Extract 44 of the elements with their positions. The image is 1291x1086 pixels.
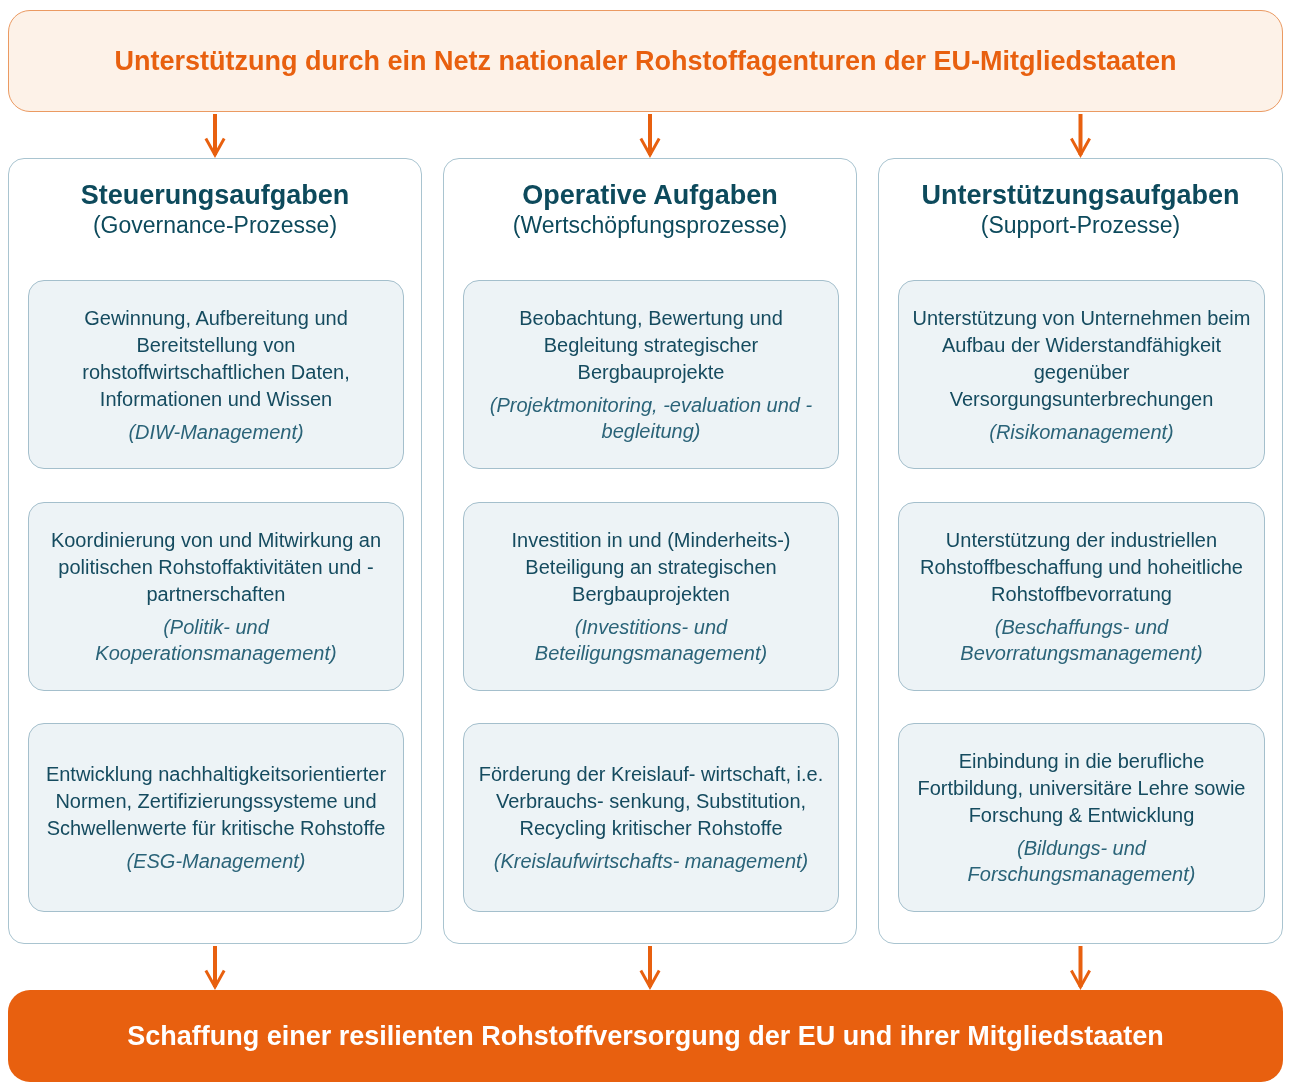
task-description: Beobachtung, Bewertung und Begleitung strategischer Bergbauprojekte [518, 306, 784, 385]
task-category: (Projektmonitoring, -evaluation und -begleitung) [488, 393, 814, 444]
task-box [28, 502, 404, 691]
column-heading: Steuerungsaufgaben [80, 179, 350, 211]
column-panel [8, 158, 422, 944]
goal-banner: Schaffung einer resilienten Rohstoffversorgung der EU und ihrer Mitgliedstaaten [8, 990, 1283, 1082]
task-box [28, 723, 404, 912]
task-category: (Kreislaufwirtschafts- management) [493, 849, 809, 874]
task-category: (Risikomanagement) [989, 419, 1174, 445]
task-category: (ESG-Management) [126, 849, 306, 874]
column-panel [443, 158, 857, 944]
arrow [1069, 946, 1092, 989]
column-subheading: (Support-Prozesse) [980, 211, 1181, 239]
column-subheading: (Governance-Prozesse) [92, 211, 338, 239]
task-box [28, 280, 404, 469]
task-box [898, 723, 1265, 912]
column-heading: Unterstützungsaufgaben [921, 179, 1240, 211]
task-box [898, 502, 1265, 691]
task-description: Investition in und (Minderheits-) Beteiligung an strategischen Bergbauprojekten [510, 528, 792, 607]
task-category: (Investitions- und Beteiligungsmanagement) [533, 615, 769, 666]
column-heading: Operative Aufgaben [522, 179, 778, 211]
header-banner: Unterstützung durch ein Netz nationaler Rohstoffagenturen der EU-Mitgliedstaaten [8, 10, 1283, 112]
task-box [463, 723, 839, 912]
task-category: (Politik- und Kooperationsmanagement) [94, 615, 338, 666]
task-description: Unterstützung von Unternehmen beim Aufbau der Widerstandfähigkeit gegenüber Versorgungsunterbrechungen [911, 305, 1252, 412]
task-box [463, 280, 839, 469]
arrow [204, 114, 226, 157]
arrow [1069, 114, 1092, 157]
task-description: Unterstützung der industriellen Rohstoffbeschaffung und hoheitliche Rohstoffbevorratung [919, 528, 1244, 607]
column-panel [878, 158, 1283, 944]
task-box [463, 502, 839, 691]
arrow [639, 114, 661, 157]
task-category: (Bildungs- und Forschungsmanagement) [966, 836, 1197, 887]
task-description: Gewinnung, Aufbereitung und Bereitstellung von rohstoffwirtschaftlichen Daten, Informationen und Wissen [81, 305, 351, 412]
task-category: (Beschaffungs- und Bevorratungsmanagement) [959, 615, 1204, 666]
arrow [204, 946, 226, 989]
task-description: Koordinierung von und Mitwirkung an politischen Rohstoffaktivitäten und -partnerschaften [49, 528, 383, 607]
task-description: Einbindung in die berufliche Fortbildung, universitäre Lehre sowie Forschung & Entwicklung [916, 749, 1247, 828]
task-description: Entwicklung nachhaltigkeitsorientierter Normen, Zertifizierungssysteme und Schwellenwerte für kritische Rohstoffe [44, 762, 388, 841]
task-category: (DIW-Management) [128, 419, 304, 445]
task-box [898, 280, 1265, 469]
arrow [639, 946, 661, 989]
column-subheading: (Wertschöpfungsprozesse) [512, 211, 788, 239]
task-description: Förderung der Kreislauf- wirtschaft, i.e. Verbrauchs- senkung, Substitution, Recycling kritischer Rohstoffe [477, 762, 825, 841]
